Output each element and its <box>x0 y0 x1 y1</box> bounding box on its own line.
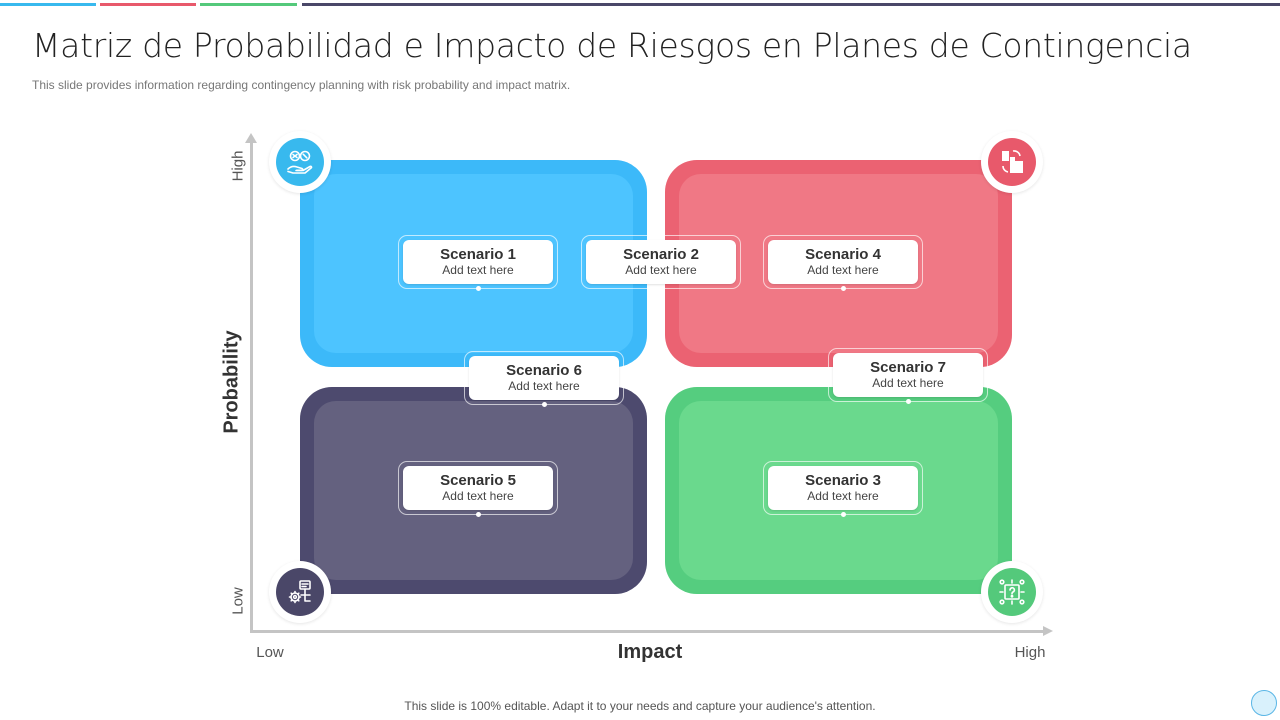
probability-high-label: High <box>229 150 247 182</box>
scenario-card-body: Scenario 2 Add text here <box>586 240 736 284</box>
scenario-pin <box>905 399 911 404</box>
scenario-card: Scenario 4 Add text here <box>763 235 923 291</box>
impact-axis-title: Impact <box>617 641 683 663</box>
scenario-pin <box>840 512 846 517</box>
scenario-name: Scenario 5 <box>440 472 516 489</box>
scenario-pin <box>475 512 481 517</box>
scenario-text: Add text here <box>807 489 879 503</box>
probability-low-label: Low <box>229 587 247 615</box>
bottom-left-badge <box>269 561 331 623</box>
impact-axis-arrow <box>1043 626 1053 636</box>
scenario-card: Scenario 7 Add text here <box>828 348 988 404</box>
accent-bar-red <box>100 3 196 6</box>
probability-axis-arrow <box>245 133 257 143</box>
scenario-card: Scenario 3 Add text here <box>763 461 923 517</box>
impact-high-label: High <box>1014 644 1046 661</box>
top-right-badge <box>981 131 1043 193</box>
scenario-name: Scenario 7 <box>870 359 946 376</box>
accent-bar-green <box>200 3 297 6</box>
impact-axis-line <box>250 630 1045 633</box>
scenario-pin <box>840 286 846 291</box>
scenario-text: Add text here <box>508 379 580 393</box>
scenario-card-body: Scenario 3 Add text here <box>768 466 918 510</box>
accent-bar-navy <box>302 3 1280 6</box>
scenario-text: Add text here <box>807 263 879 277</box>
scenario-text: Add text here <box>442 489 514 503</box>
scenario-pin <box>541 402 547 407</box>
business-exchange-icon <box>988 138 1036 186</box>
top-left-badge <box>269 131 331 193</box>
slide-title: Matriz de Probabilidad e Impacto de Ries… <box>32 26 1192 65</box>
scenario-card: Scenario 5 Add text here <box>398 461 558 517</box>
scenario-card-body: Scenario 6 Add text here <box>469 356 619 400</box>
scenario-name: Scenario 1 <box>440 246 516 263</box>
scenario-card-body: Scenario 1 Add text here <box>403 240 553 284</box>
scenario-name: Scenario 3 <box>805 472 881 489</box>
scenario-name: Scenario 4 <box>805 246 881 263</box>
scenario-card-body: Scenario 7 Add text here <box>833 353 983 397</box>
scenario-card: Scenario 6 Add text here <box>464 351 624 407</box>
accent-bar-blue <box>0 3 96 6</box>
scenario-card: Scenario 2 Add text here <box>581 235 741 289</box>
scenario-pin <box>475 286 481 291</box>
scenario-card-body: Scenario 4 Add text here <box>768 240 918 284</box>
scenario-name: Scenario 2 <box>623 246 699 263</box>
scenario-text: Add text here <box>872 376 944 390</box>
question-gear-icon <box>988 568 1036 616</box>
impact-low-label: Low <box>256 644 284 661</box>
quadrant-low-probability-high-impact <box>665 387 1012 594</box>
scenario-card-body: Scenario 5 Add text here <box>403 466 553 510</box>
scenario-text: Add text here <box>442 263 514 277</box>
probability-axis-title: Probability <box>220 330 243 434</box>
strategy-hand-icon <box>276 138 324 186</box>
slide-nav-dot[interactable] <box>1251 690 1277 716</box>
slide-footer: This slide is 100% editable. Adapt it to… <box>404 699 876 713</box>
scenario-name: Scenario 6 <box>506 362 582 379</box>
probability-axis-line <box>250 140 253 632</box>
scenario-text: Add text here <box>625 263 697 277</box>
slide-subtitle: This slide provides information regardin… <box>32 78 571 92</box>
scenario-card: Scenario 1 Add text here <box>398 235 558 291</box>
bottom-right-badge <box>981 561 1043 623</box>
gear-network-icon <box>276 568 324 616</box>
